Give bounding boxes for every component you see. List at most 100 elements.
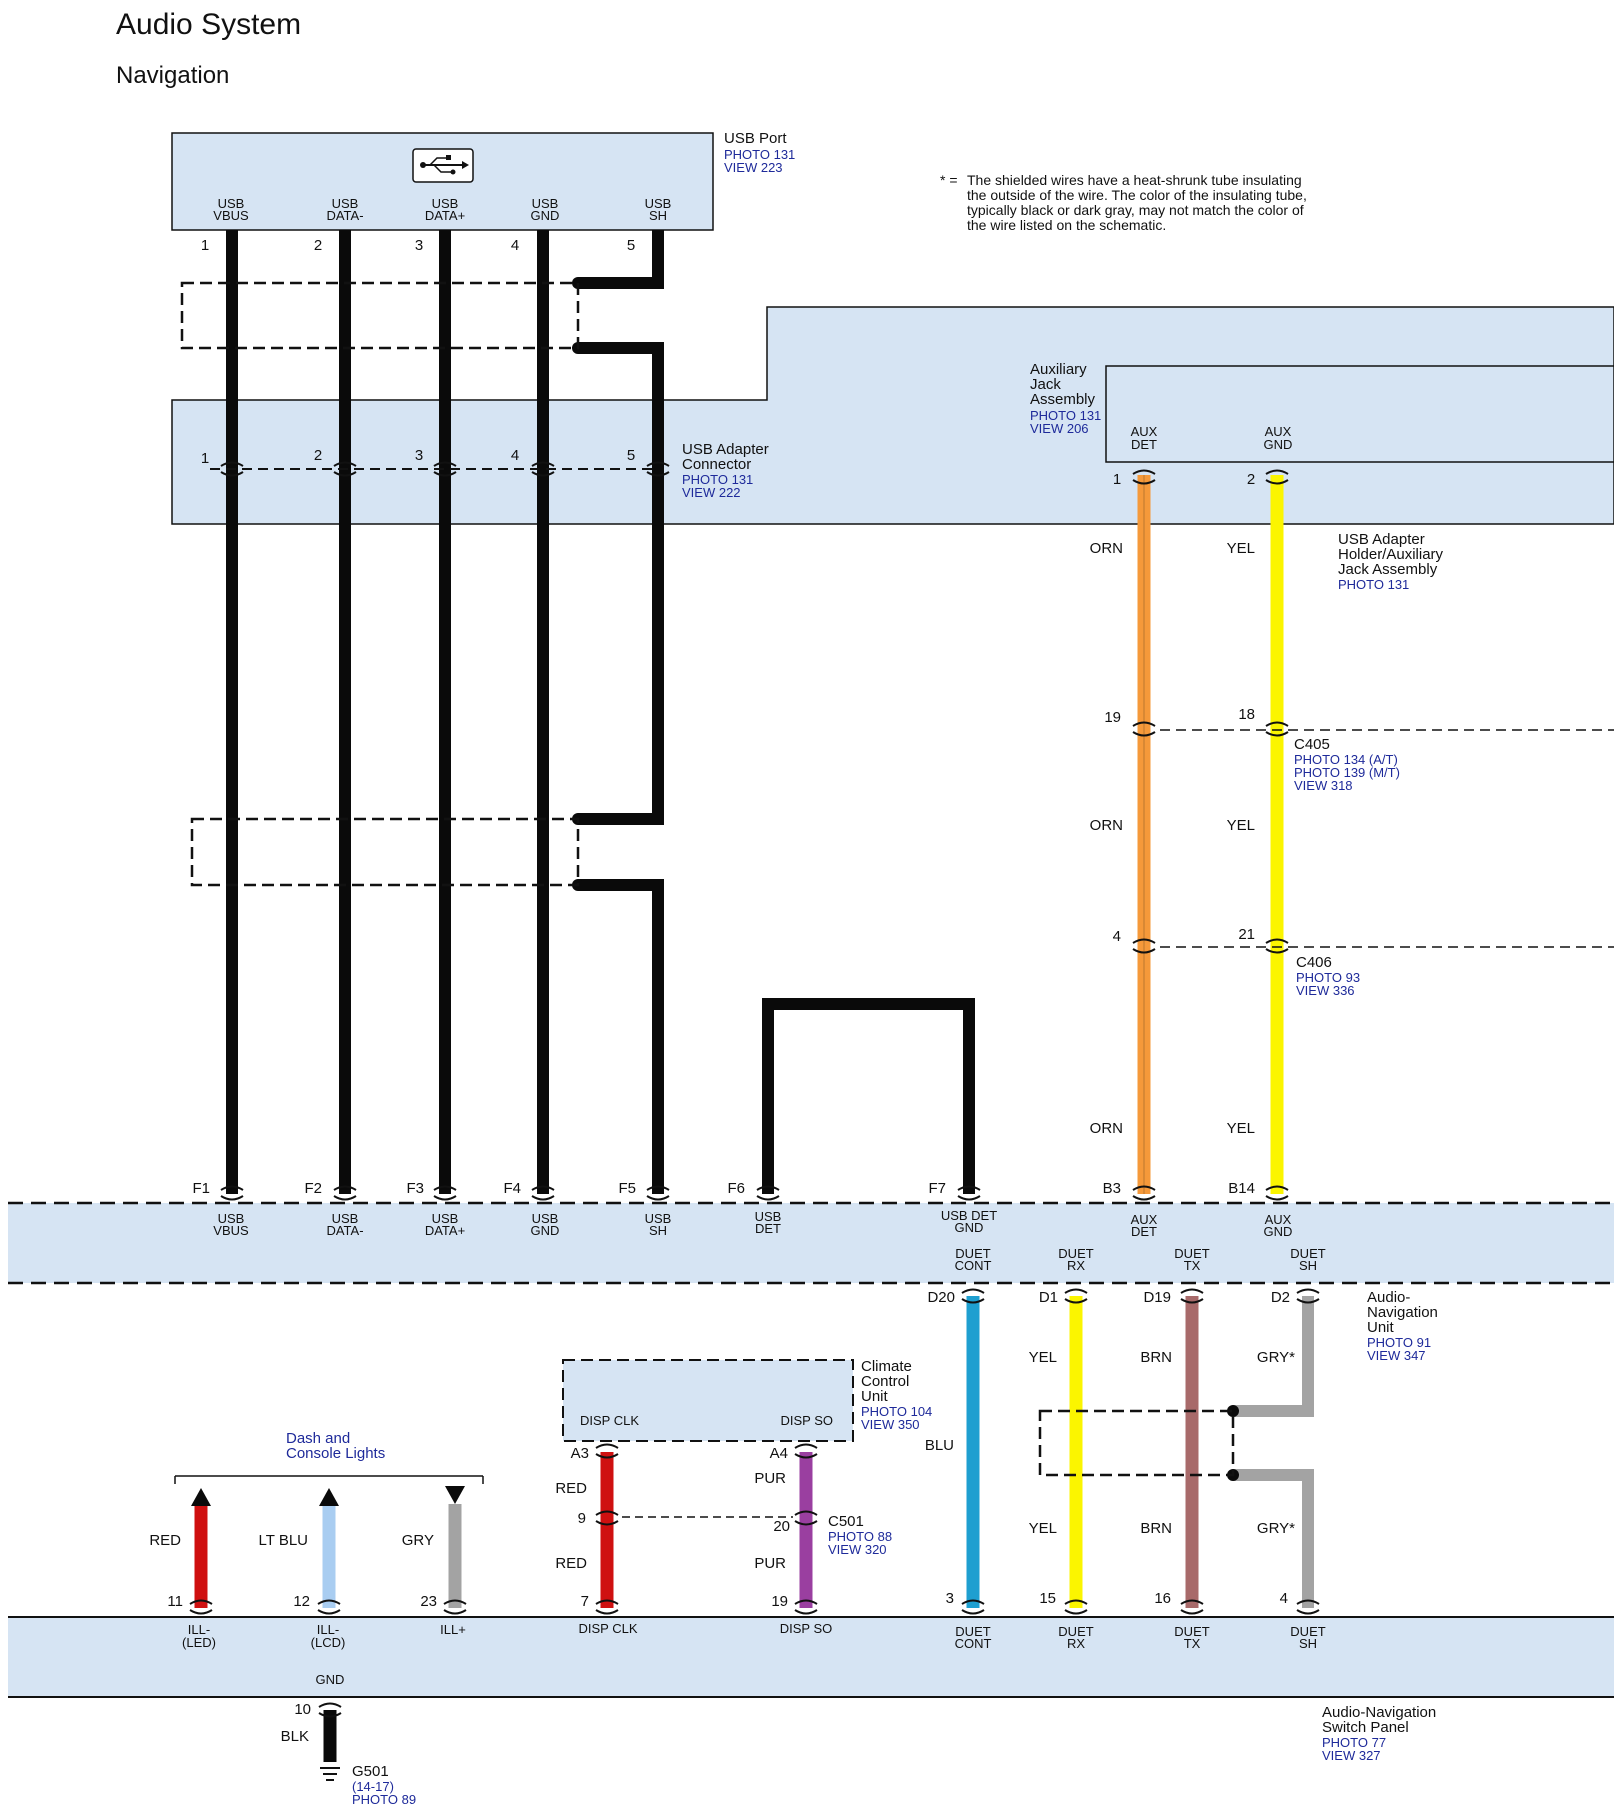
switch-panel-box bbox=[8, 1617, 1614, 1697]
svg-text:DET: DET bbox=[1131, 437, 1157, 452]
svg-text:DISP CLK: DISP CLK bbox=[580, 1413, 639, 1428]
svg-text:2: 2 bbox=[1247, 471, 1255, 488]
climate-wires bbox=[600, 1452, 813, 1608]
svg-text:Console Lights: Console Lights bbox=[286, 1445, 385, 1462]
note-marker: * = bbox=[940, 172, 958, 188]
aux-terminals: AUX DET AUX GND 1 2 bbox=[1113, 424, 1293, 488]
g501-label: G501 (14-17) PHOTO 89 bbox=[352, 1763, 416, 1807]
svg-text:Switch Panel: Switch Panel bbox=[1322, 1719, 1409, 1736]
connector-band bbox=[595, 1443, 619, 1459]
svg-text:5: 5 bbox=[627, 237, 635, 254]
svg-text:USB: USB bbox=[432, 196, 459, 211]
connector-band bbox=[333, 1185, 357, 1201]
svg-text:GND: GND bbox=[531, 1223, 560, 1238]
svg-text:AUX: AUX bbox=[1131, 424, 1158, 439]
upper-unit-terminals: F1 F2 F3 F4 F5 F6 F7 B3 B14 USB VBUS USB… bbox=[192, 1180, 1292, 1239]
svg-text:VIEW 222: VIEW 222 bbox=[682, 485, 741, 500]
svg-text:SH: SH bbox=[649, 208, 667, 223]
svg-text:PHOTO 131: PHOTO 131 bbox=[724, 147, 795, 162]
connector-band bbox=[1180, 1288, 1204, 1304]
connector-band bbox=[220, 461, 244, 477]
svg-text:23: 23 bbox=[420, 1593, 437, 1610]
svg-text:ILL+: ILL+ bbox=[440, 1622, 466, 1637]
svg-text:F1: F1 bbox=[192, 1180, 210, 1197]
svg-text:B3: B3 bbox=[1103, 1180, 1121, 1197]
connector-band bbox=[1265, 469, 1289, 485]
svg-text:DUET: DUET bbox=[955, 1246, 990, 1261]
svg-text:DUET: DUET bbox=[1174, 1624, 1209, 1639]
svg-text:DUET: DUET bbox=[1290, 1246, 1325, 1261]
svg-text:9: 9 bbox=[578, 1510, 586, 1527]
svg-text:Dash and: Dash and bbox=[286, 1430, 350, 1447]
svg-text:VIEW 350: VIEW 350 bbox=[861, 1417, 920, 1432]
svg-text:LT BLU: LT BLU bbox=[259, 1532, 308, 1549]
connector-band bbox=[1132, 1185, 1156, 1201]
svg-text:USB: USB bbox=[432, 1211, 459, 1226]
svg-text:F7: F7 bbox=[928, 1180, 946, 1197]
svg-text:3: 3 bbox=[415, 237, 423, 254]
svg-text:USB: USB bbox=[532, 196, 559, 211]
usb-adapter-label: USB Adapter Connector PHOTO 131 VIEW 222 bbox=[682, 441, 769, 500]
connector-band bbox=[794, 1443, 818, 1459]
svg-text:21: 21 bbox=[1238, 926, 1255, 943]
svg-text:1: 1 bbox=[1113, 471, 1121, 488]
svg-text:TX: TX bbox=[1184, 1258, 1201, 1273]
svg-text:G501: G501 bbox=[352, 1763, 389, 1780]
svg-text:19: 19 bbox=[1104, 709, 1121, 726]
svg-text:VIEW 327: VIEW 327 bbox=[1322, 1748, 1381, 1763]
connector-band bbox=[433, 1185, 457, 1201]
svg-text:Assembly: Assembly bbox=[1030, 391, 1096, 408]
connector-marks bbox=[189, 461, 1320, 1718]
svg-text:(LCD): (LCD) bbox=[311, 1635, 346, 1650]
svg-text:USB: USB bbox=[645, 196, 672, 211]
svg-text:GND: GND bbox=[531, 208, 560, 223]
svg-text:1: 1 bbox=[201, 237, 209, 254]
svg-text:YEL: YEL bbox=[1029, 1520, 1057, 1537]
svg-text:PHOTO 134 (A/T): PHOTO 134 (A/T) bbox=[1294, 752, 1398, 767]
usb-adapter-pins: 1 2 3 4 5 bbox=[201, 447, 635, 467]
audio-nav-label: Audio- Navigation Unit PHOTO 91 VIEW 347 bbox=[1367, 1289, 1438, 1363]
svg-text:F5: F5 bbox=[618, 1180, 636, 1197]
ground-labels: GND 10 BLK bbox=[281, 1672, 345, 1745]
switch-panel-terminals: 7 19 3 15 16 4 DISP CLK DISP SO DUET CON… bbox=[578, 1590, 1325, 1651]
svg-text:Navigation: Navigation bbox=[1367, 1304, 1438, 1321]
note-line: typically black or dark gray, may not ma… bbox=[967, 202, 1304, 218]
svg-text:3: 3 bbox=[415, 447, 423, 464]
svg-text:USB Adapter: USB Adapter bbox=[682, 441, 769, 458]
connector-band bbox=[1132, 469, 1156, 485]
svg-text:ORN: ORN bbox=[1090, 1120, 1123, 1137]
svg-text:DET: DET bbox=[755, 1221, 781, 1236]
svg-text:SH: SH bbox=[1299, 1258, 1317, 1273]
note-line: the wire listed on the schematic. bbox=[967, 217, 1166, 233]
svg-text:USB: USB bbox=[645, 1211, 672, 1226]
svg-text:AUX: AUX bbox=[1131, 1212, 1158, 1227]
svg-text:RX: RX bbox=[1067, 1636, 1085, 1651]
svg-text:GRY: GRY bbox=[402, 1532, 434, 1549]
svg-text:4: 4 bbox=[1113, 928, 1121, 945]
duet-wires bbox=[966, 1296, 1314, 1608]
svg-text:D20: D20 bbox=[927, 1289, 955, 1306]
connector-band bbox=[1180, 1599, 1204, 1615]
svg-text:DATA+: DATA+ bbox=[425, 208, 465, 223]
svg-text:CONT: CONT bbox=[955, 1258, 992, 1273]
svg-text:Connector: Connector bbox=[682, 456, 751, 473]
connector-band bbox=[794, 1510, 818, 1526]
svg-text:VIEW 206: VIEW 206 bbox=[1030, 421, 1089, 436]
svg-text:Audio-Navigation: Audio-Navigation bbox=[1322, 1704, 1436, 1721]
svg-text:PHOTO 89: PHOTO 89 bbox=[352, 1792, 416, 1807]
connector-band bbox=[595, 1599, 619, 1615]
svg-text:F6: F6 bbox=[727, 1180, 745, 1197]
svg-text:DATA-: DATA- bbox=[326, 208, 363, 223]
svg-text:PUR: PUR bbox=[754, 1555, 786, 1572]
svg-text:VIEW 336: VIEW 336 bbox=[1296, 983, 1355, 998]
svg-text:VBUS: VBUS bbox=[213, 1223, 249, 1238]
diagram-title: Audio System bbox=[116, 8, 301, 41]
svg-text:BLK: BLK bbox=[281, 1728, 309, 1745]
svg-text:AUX: AUX bbox=[1265, 1212, 1292, 1227]
svg-text:ILL-: ILL- bbox=[317, 1622, 339, 1637]
connector-band bbox=[443, 1599, 467, 1615]
svg-text:4: 4 bbox=[511, 237, 519, 254]
svg-text:PHOTO 88: PHOTO 88 bbox=[828, 1529, 892, 1544]
svg-text:VIEW 320: VIEW 320 bbox=[828, 1542, 887, 1557]
svg-text:GRY*: GRY* bbox=[1257, 1349, 1295, 1366]
